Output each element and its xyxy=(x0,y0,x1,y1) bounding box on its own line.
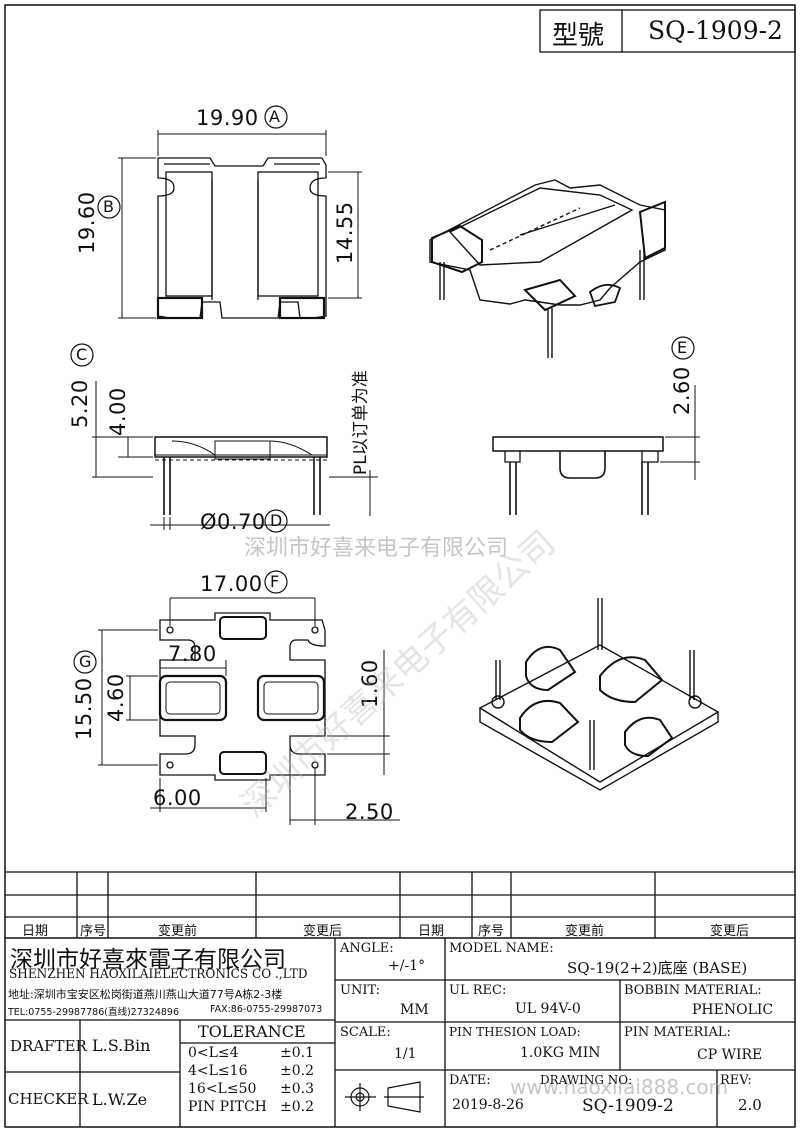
dim-g-value: 15.50 xyxy=(72,677,96,740)
rev-header-no-1: 序号 xyxy=(80,924,107,939)
pin-material-label: PIN MATERIAL: xyxy=(624,1025,731,1040)
dim-f-tag: F xyxy=(270,572,280,591)
drawing-no-value: SQ-1909-2 xyxy=(582,1096,674,1116)
tolerance-value-4: ±0.2 xyxy=(280,1099,314,1115)
unit-label: UNIT: xyxy=(340,983,381,998)
side-view xyxy=(492,336,700,515)
dim-d-tag: D xyxy=(270,511,283,530)
pin-load-value: 1.0KG MIN xyxy=(520,1045,601,1061)
dim-a-tag: A xyxy=(269,107,280,126)
dim-e-value: 2.60 xyxy=(670,366,694,415)
model-number: SQ-1909-2 xyxy=(648,16,783,45)
dim-w1-value: 7.80 xyxy=(168,642,217,666)
ul-rec-value: UL 94V-0 xyxy=(515,1001,581,1017)
company-tel: TEL:0755-29987786(直线)27324896 xyxy=(8,1007,180,1018)
top-view xyxy=(97,105,362,320)
dim-h3-value: 4.60 xyxy=(104,673,128,722)
dim-e-tag: E xyxy=(677,338,688,357)
projection-symbol-icon xyxy=(345,1081,424,1113)
tolerance-range-3: 16<L≤50 xyxy=(188,1081,257,1097)
date-label: DATE: xyxy=(449,1073,491,1088)
model-name-value: SQ-19(2+2)底座 (BASE) xyxy=(567,959,748,977)
bottom-view xyxy=(73,570,400,825)
dim-b-tag: B xyxy=(103,197,114,216)
rev-header-before-2: 变更前 xyxy=(565,924,605,939)
company-address: 地址:深圳市宝安区松岗街道燕川燕山大道77号A栋2-3楼 xyxy=(8,988,283,1001)
dim-c-value: 5.20 xyxy=(68,379,92,428)
angle-label: ANGLE: xyxy=(340,941,394,956)
rev-header-after-2: 变更后 xyxy=(710,924,750,939)
checker-label: CHECKER xyxy=(8,1090,89,1108)
tolerance-range-2: 4<L≤16 xyxy=(188,1063,248,1079)
dim-h2-value: 4.00 xyxy=(106,387,130,436)
dim-a-value: 19.90 xyxy=(196,106,259,130)
rev-header-before-1: 变更前 xyxy=(158,924,198,939)
company-fax: FAX:86-0755-29987073 xyxy=(210,1004,323,1015)
drawing-no-label: DRAWING NO: xyxy=(540,1073,633,1087)
bobbin-material-label: BOBBIN MATERIAL: xyxy=(624,983,762,998)
pl-note: PL以订单为准 xyxy=(351,370,371,475)
dim-f-value: 17.00 xyxy=(200,572,263,596)
rev-header-date-1: 日期 xyxy=(22,924,49,939)
dim-h1-value: 14.55 xyxy=(333,201,357,264)
rev-header-after-1: 变更后 xyxy=(303,924,343,939)
tolerance-value-2: ±0.2 xyxy=(280,1063,314,1079)
ul-rec-label: UL REC: xyxy=(449,983,507,998)
model-name-label: MODEL NAME: xyxy=(449,941,554,956)
bobbin-material-value: PHENOLIC xyxy=(692,1002,774,1018)
dim-c-tag: C xyxy=(76,345,88,364)
rev-label: REV: xyxy=(720,1073,752,1088)
company-name-en: SHENZHEN HAOXILAIELECTRONICS CO .,LTD xyxy=(9,967,308,982)
dim-w3-value: 2.50 xyxy=(345,800,394,824)
drafter-value: L.S.Bin xyxy=(92,1036,151,1055)
front-view xyxy=(70,343,378,533)
dim-d-value: Ø0.70 xyxy=(200,510,266,534)
iso-view-bottom xyxy=(478,598,720,791)
dim-g-tag: G xyxy=(79,652,92,671)
rev-value: 2.0 xyxy=(738,1096,762,1114)
tolerance-value-1: ±0.1 xyxy=(280,1045,314,1061)
dim-w2-value: 6.00 xyxy=(153,786,202,810)
drafter-label: DRAFTER xyxy=(10,1037,87,1055)
rev-header-no-2: 序号 xyxy=(478,924,505,939)
checker-value: L.W.Ze xyxy=(92,1090,148,1109)
pin-load-label: PIN THESION LOAD: xyxy=(449,1025,581,1039)
date-value: 2019-8-26 xyxy=(452,1097,524,1113)
pin-material-value: CP WIRE xyxy=(697,1047,763,1063)
watermark-site: www.haoxilai888.com xyxy=(510,1075,729,1099)
watermark-company: 深圳市好喜来电子有限公司 xyxy=(244,536,509,561)
scale-label: SCALE: xyxy=(340,1025,391,1040)
dim-b-value: 19.60 xyxy=(75,191,99,254)
tolerance-title: TOLERANCE xyxy=(198,1022,306,1041)
unit-value: MM xyxy=(400,1002,429,1018)
tolerance-value-3: ±0.3 xyxy=(280,1081,314,1097)
company-name-cn: 深圳市好喜來電子有限公司 xyxy=(10,947,286,973)
iso-view-top xyxy=(429,179,666,358)
tolerance-range-4: PIN PITCH xyxy=(188,1099,267,1115)
rev-header-date-2: 日期 xyxy=(418,924,445,939)
model-label: 型號 xyxy=(552,21,605,51)
scale-value: 1/1 xyxy=(394,1046,417,1062)
angle-value: +/-1° xyxy=(388,958,426,974)
tolerance-range-1: 0<L≤4 xyxy=(188,1045,239,1061)
